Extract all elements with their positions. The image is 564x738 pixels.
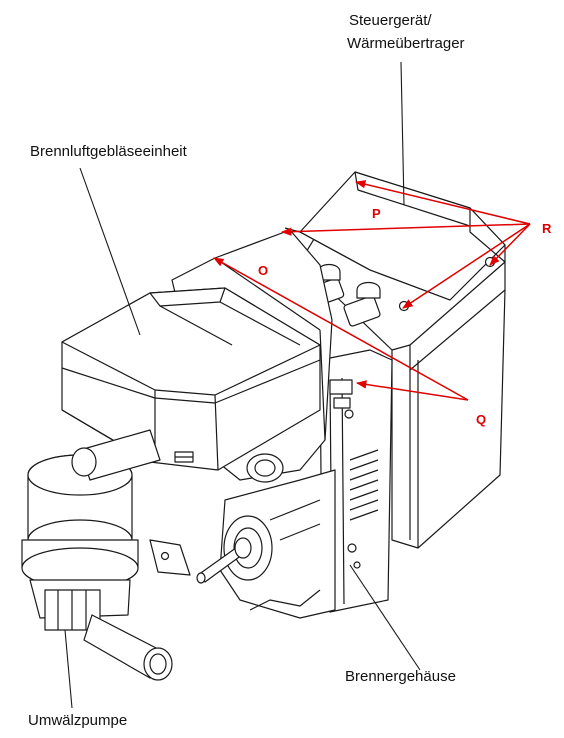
- leader-burner-housing: [349, 564, 421, 671]
- blower-unit-shape: [61, 287, 321, 471]
- marker-q: Q: [476, 412, 487, 427]
- arrow-q: [355, 380, 469, 401]
- leader-blower: [79, 167, 141, 336]
- leader-control-unit: [400, 61, 405, 206]
- heater-body: [21, 171, 506, 681]
- arrow-r-2: [280, 223, 531, 236]
- marker-p: P: [372, 206, 381, 221]
- annotation-arrows: [213, 180, 531, 401]
- pump-shape: [21, 429, 191, 681]
- leader-pump: [64, 629, 73, 709]
- leader-lines: [64, 61, 421, 709]
- control-unit-label-line1: Steuergerät/: [349, 12, 432, 29]
- arrow-r-1: [354, 180, 531, 225]
- marker-o: O: [258, 263, 269, 278]
- burner-housing-shape: [196, 349, 393, 619]
- arrow-o: [213, 257, 469, 401]
- control-unit-label-line2: Wärmeübertrager: [347, 35, 465, 52]
- arrow-r-4: [402, 223, 531, 309]
- pump-label: Umwälzpumpe: [28, 712, 128, 729]
- arrow-r-3: [489, 223, 531, 266]
- marker-r: R: [542, 221, 552, 236]
- blower-label: Brennluftgebläseeinheit: [30, 143, 187, 160]
- burner-housing-label: Brennergehäuse: [345, 668, 456, 685]
